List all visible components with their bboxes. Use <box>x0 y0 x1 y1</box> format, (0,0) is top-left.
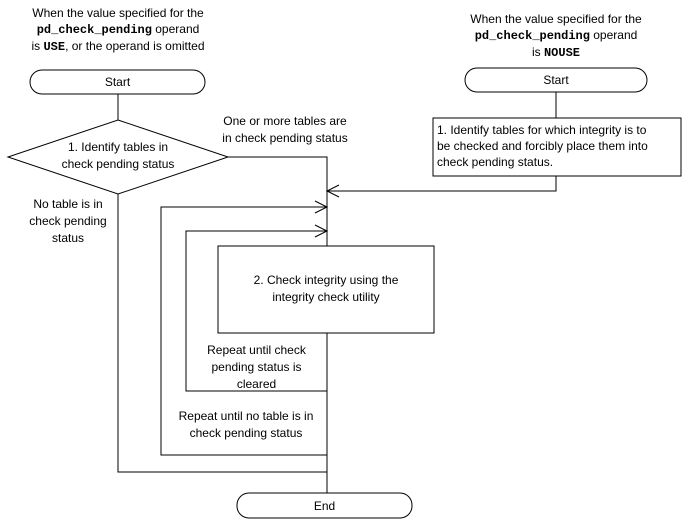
header-right-line1: When the value specified for the <box>470 12 642 26</box>
loop-outer-label: Repeat until no table is in check pendin… <box>178 409 314 440</box>
operand-code-left: pd_check_pending <box>36 23 152 37</box>
step2-label: 2. Check integrity using the integrity c… <box>253 273 399 304</box>
connector-step1-join <box>328 176 557 192</box>
decision-label: 1. Identify tables in check pending stat… <box>61 140 175 171</box>
start-left-node: Start <box>30 70 205 94</box>
arrowhead-left-icon <box>325 184 340 198</box>
start-left-label: Start <box>104 75 131 89</box>
step2-box-shape <box>217 245 435 334</box>
loop-inner-label: Repeat until check pending status is cle… <box>207 343 306 391</box>
branch-pending-label: One or more tables are in check pending … <box>222 114 348 145</box>
end-label: End <box>313 498 336 513</box>
connector-main-vertical <box>228 156 328 493</box>
branch-no-table-label: No table is in check pending status <box>29 197 107 245</box>
end-shape <box>236 492 413 519</box>
start-left-shape <box>29 69 206 95</box>
operand-code-right: pd_check_pending <box>474 29 590 43</box>
start-right-node: Start <box>465 68 647 92</box>
connector-outer-loop <box>160 206 327 456</box>
decision-diamond-shape <box>6 119 230 195</box>
header-left-line2: pd_check_pending operand <box>36 22 200 37</box>
connector-inner-loop <box>185 230 327 392</box>
value-code-right: NOUSE <box>543 46 580 60</box>
header-right-line3: is NOUSE <box>531 45 580 60</box>
header-right-line2: pd_check_pending operand <box>474 28 638 43</box>
start-right-shape <box>464 67 648 93</box>
start-right-label: Start <box>543 73 569 87</box>
arrowhead-right-outer-icon <box>314 200 329 214</box>
end-node: End <box>237 493 412 518</box>
step1-label: 1. Identify tables for which integrity i… <box>437 123 648 169</box>
header-left-line3: is USE, or the operand is omitted <box>31 39 205 54</box>
header-left: When the value specified for the pd_chec… <box>2 5 234 55</box>
header-left-line1: When the value specified for the <box>32 6 204 20</box>
arrowhead-right-inner-icon <box>314 224 329 238</box>
value-code-left: USE <box>43 40 66 54</box>
step1-box-shape <box>432 117 682 177</box>
header-right: When the value specified for the pd_chec… <box>439 11 673 61</box>
connector-no-table-branch <box>117 194 327 473</box>
